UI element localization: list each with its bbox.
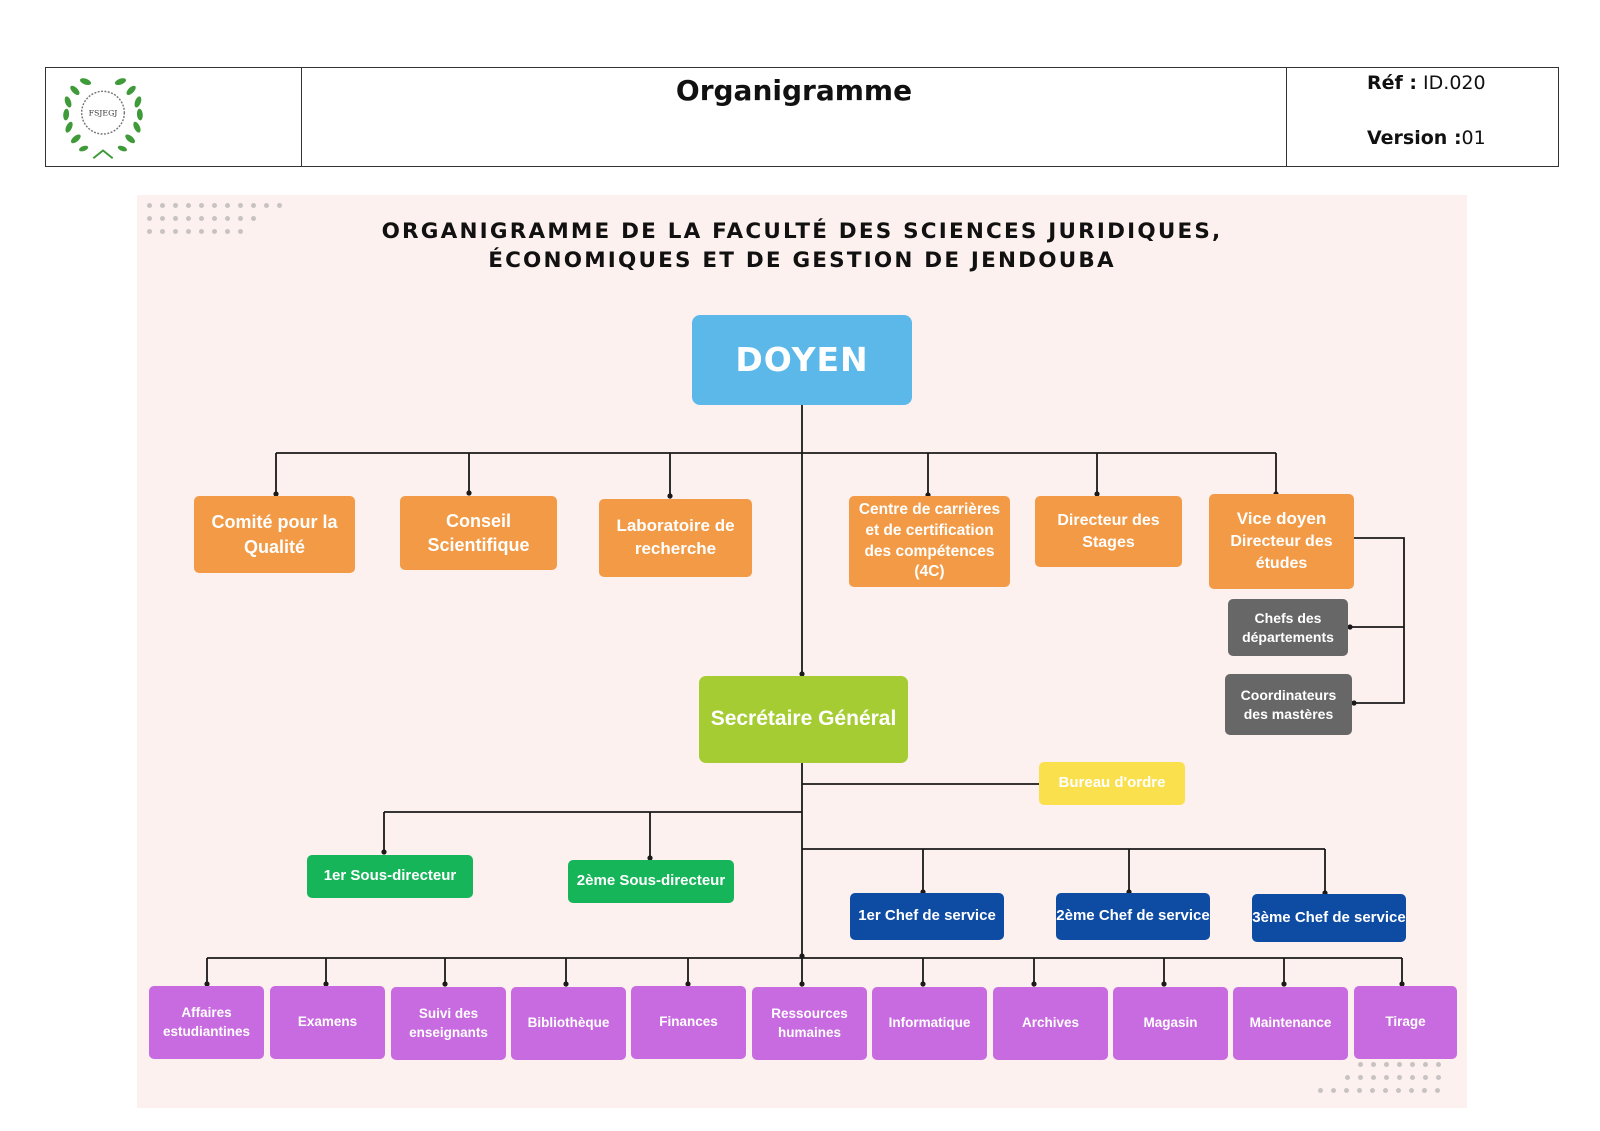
version: Version :01 (1367, 127, 1486, 149)
service-informatique-label: Informatique (888, 1015, 971, 1031)
decorative-dots-top (147, 203, 287, 243)
version-value: 01 (1461, 127, 1486, 149)
doyen-label: DOYEN (735, 339, 869, 379)
sous-directeur-2-box: 2ème Sous-directeur (568, 860, 734, 903)
document-header: FSJEGJ Organigramme Réf : ID.020 Version… (45, 67, 1559, 167)
chefs-departements-label: Chefs des départements (1242, 609, 1334, 645)
comite-qualite-box: Comité pour la Qualité (194, 496, 355, 573)
sous-directeur-1-label: 1er Sous-directeur (323, 867, 457, 885)
ref-label: Réf : (1367, 72, 1417, 94)
version-label: Version : (1367, 127, 1462, 149)
service-maintenance-box: Maintenance (1233, 987, 1348, 1060)
decorative-dots-bottom (1318, 1062, 1458, 1102)
bureau-ordre-box: Bureau d'ordre (1039, 762, 1185, 805)
sous-directeur-2-label: 2ème Sous-directeur (576, 872, 726, 890)
chef-service-2-label: 2ème Chef de service (1056, 907, 1210, 925)
service-archives-box: Archives (993, 987, 1108, 1060)
faculty-logo: FSJEGJ (63, 78, 143, 159)
ref-value: ID.020 (1417, 72, 1486, 94)
chart-title-line-2: ÉCONOMIQUES ET DE GESTION DE JENDOUBA (488, 248, 1116, 273)
secretaire-general-label: Secrétaire Général (710, 707, 897, 731)
laboratoire-box: Laboratoire de recherche (599, 499, 752, 577)
coordinateurs-masteres-label: Coordinateurs des mastères (1240, 686, 1337, 722)
centre-4c-box: Centre de carrières et de certification … (849, 496, 1010, 587)
directeur-stages-label: Directeur des Stages (1057, 511, 1160, 551)
logo-cell: FSJEGJ (46, 68, 302, 166)
chef-service-1-box: 1er Chef de service (850, 893, 1004, 940)
chefs-departements-box: Chefs des départements (1228, 599, 1348, 656)
service-magasin-box: Magasin (1113, 987, 1228, 1060)
reference-cell: Réf : ID.020 Version :01 (1286, 68, 1558, 166)
service-examens-box: Examens (270, 986, 385, 1059)
conseil-scientifique-box: Conseil Scientifique (400, 496, 557, 570)
chart-title-line-1: ORGANIGRAMME DE LA FACULTÉ DES SCIENCES … (381, 219, 1223, 244)
directeur-stages-box: Directeur des Stages (1035, 496, 1182, 567)
service-informatique-box: Informatique (872, 987, 987, 1060)
service-maintenance-label: Maintenance (1249, 1015, 1332, 1031)
service-magasin-label: Magasin (1143, 1015, 1198, 1031)
conseil-scientifique-label: Conseil Scientifique (427, 510, 530, 555)
document-title: Organigramme (675, 74, 913, 107)
centre-4c-label: Centre de carrières et de certification … (858, 500, 1001, 581)
service-suivi-box: Suivi des enseignants (391, 987, 506, 1060)
secretaire-general-box: Secrétaire Général (699, 676, 908, 763)
service-affaires-box: Affaires estudiantines (149, 986, 264, 1059)
service-affaires-label: Affaires estudiantines (162, 1005, 251, 1039)
chef-service-1-label: 1er Chef de service (858, 907, 996, 925)
chef-service-3-label: 3ème Chef de service (1252, 908, 1406, 926)
bureau-ordre-label: Bureau d'ordre (1058, 774, 1166, 792)
service-bibliotheque-label: Bibliothèque (527, 1015, 610, 1031)
sous-directeur-1-box: 1er Sous-directeur (307, 855, 473, 898)
svg-text:FSJEGJ: FSJEGJ (89, 109, 118, 118)
doyen-box: DOYEN (692, 315, 912, 405)
reference: Réf : ID.020 (1367, 72, 1486, 94)
service-finances-label: Finances (659, 1014, 718, 1030)
service-bibliotheque-box: Bibliothèque (511, 987, 626, 1060)
service-suivi-label: Suivi des enseignants (409, 1006, 488, 1040)
chef-service-2-box: 2ème Chef de service (1056, 893, 1210, 940)
vice-doyen-label: Vice doyen (1236, 509, 1327, 529)
service-ressources-label: Ressources humaines (771, 1006, 848, 1040)
directeur-etudes-label: Directeur des études (1230, 533, 1333, 572)
service-tirage-box: Tirage (1354, 986, 1457, 1059)
vice-doyen-box: Vice doyen Directeur des études (1209, 494, 1354, 589)
comite-qualite-label: Comité pour la Qualité (211, 512, 338, 557)
service-archives-label: Archives (1021, 1015, 1080, 1031)
service-ressources-box: Ressources humaines (752, 987, 867, 1060)
laboratoire-label: Laboratoire de recherche (616, 516, 735, 558)
service-finances-box: Finances (631, 986, 746, 1059)
service-tirage-label: Tirage (1385, 1014, 1426, 1030)
chef-service-3-box: 3ème Chef de service (1252, 894, 1406, 942)
coordinateurs-masteres-box: Coordinateurs des mastères (1225, 674, 1352, 735)
service-examens-label: Examens (297, 1014, 358, 1030)
